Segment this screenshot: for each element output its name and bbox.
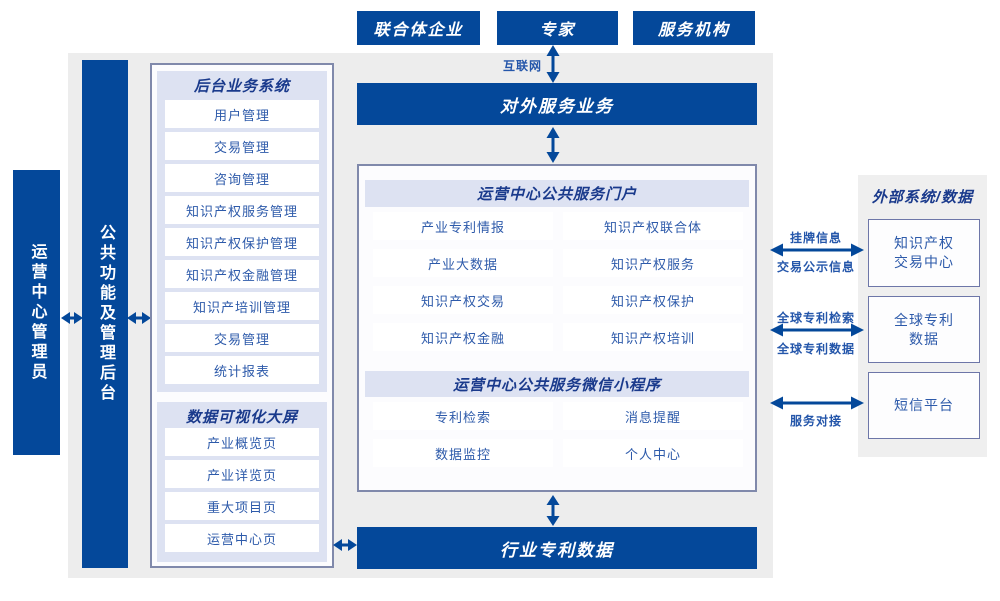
backend-item: 统计报表 <box>165 356 319 384</box>
external-box-line: 全球专利 <box>894 311 954 328</box>
portal-item: 产业专利情报 <box>373 212 553 240</box>
actor-expert: 专家 <box>497 11 618 45</box>
portal-item: 知识产权培训 <box>563 323 743 351</box>
industry-patent-data-bar: 行业专利数据 <box>357 527 757 569</box>
dataviz-patent-arrow-icon <box>333 539 357 551</box>
portal-grid: 产业专利情报 知识产权联合体 产业大数据 知识产权服务 知识产权交易 知识产权保… <box>373 212 743 351</box>
backend-item: 交易管理 <box>165 132 319 160</box>
actor-service-agency: 服务机构 <box>633 11 755 45</box>
mini-program-item: 个人中心 <box>563 439 743 467</box>
backend-item: 知识产权服务管理 <box>165 196 319 224</box>
public-functions-backend-label: 公共功能及管理后台 <box>97 224 114 404</box>
mini-program-item: 消息提醒 <box>563 402 743 430</box>
internet-label: 互联网 <box>502 59 542 73</box>
service-docking-label: 服务对接 <box>789 414 842 428</box>
external-box-global-patent-data: 全球专利 数据 <box>868 296 980 363</box>
mini-program-item: 数据监控 <box>373 439 553 467</box>
global-patent-arrow-icon <box>770 323 864 337</box>
external-service-bar: 对外服务业务 <box>357 83 757 125</box>
backend-system-list: 用户管理 交易管理 咨询管理 知识产权服务管理 知识产权保护管理 知识产权金融管… <box>165 100 319 384</box>
listing-info-label: 挂牌信息 <box>789 231 842 245</box>
backend-item: 咨询管理 <box>165 164 319 192</box>
backend-item: 知识产权金融管理 <box>165 260 319 288</box>
portal-item: 知识产权服务 <box>563 249 743 277</box>
listing-info-arrow-icon <box>770 243 864 257</box>
backend-system-title: 后台业务系统 <box>193 77 290 95</box>
service-docking-arrow-icon <box>770 396 864 410</box>
external-box-line: 数据 <box>909 330 939 347</box>
backend-system-arrow-icon <box>127 312 151 324</box>
admin-backend-arrow-icon <box>61 312 83 324</box>
dataviz-item: 运营中心页 <box>165 524 319 552</box>
dataviz-item: 产业概览页 <box>165 428 319 456</box>
portal-item: 知识产权联合体 <box>563 212 743 240</box>
transaction-publicity-label: 交易公示信息 <box>776 260 855 274</box>
portal-patent-arrow-icon <box>546 495 560 526</box>
external-box-line: 短信平台 <box>894 397 954 413</box>
public-functions-backend-bar: 公共功能及管理后台 <box>82 60 128 568</box>
backend-item: 用户管理 <box>165 100 319 128</box>
portal-title: 运营中心公共服务门户 <box>365 180 749 207</box>
external-box-sms-platform: 短信平台 <box>868 372 980 439</box>
data-visualization-list: 产业概览页 产业详览页 重大项目页 运营中心页 <box>165 428 319 552</box>
global-patent-search-label: 全球专利检索 <box>776 311 855 325</box>
mini-program-grid: 专利检索 消息提醒 数据监控 个人中心 <box>373 402 743 467</box>
mini-program-title: 运营中心公共服务微信小程序 <box>365 371 749 397</box>
data-visualization-title: 数据可视化大屏 <box>185 408 298 426</box>
operations-admin-label: 运营中心管理员 <box>28 242 46 383</box>
external-systems-title: 外部系统/数据 <box>871 188 974 206</box>
mini-program-item: 专利检索 <box>373 402 553 430</box>
dataviz-item: 重大项目页 <box>165 492 319 520</box>
backend-item: 交易管理 <box>165 324 319 352</box>
external-box-line: 交易中心 <box>894 254 954 270</box>
bar-portal-arrow-icon <box>546 127 560 163</box>
actor-consortium-enterprise: 联合体企业 <box>357 11 480 45</box>
dataviz-item: 产业详览页 <box>165 460 319 488</box>
external-box-line: 知识产权 <box>894 235 954 251</box>
portal-item: 产业大数据 <box>373 249 553 277</box>
global-patent-data-label: 全球专利数据 <box>776 342 855 356</box>
external-box-ip-trading-center: 知识产权 交易中心 <box>868 219 980 287</box>
portal-item: 知识产权金融 <box>373 323 553 351</box>
backend-item: 知识产权保护管理 <box>165 228 319 256</box>
backend-item: 知识产培训管理 <box>165 292 319 320</box>
internet-vertical-arrow-icon <box>546 45 560 83</box>
operations-admin-bar: 运营中心管理员 <box>13 170 60 455</box>
portal-item: 知识产权交易 <box>373 286 553 314</box>
portal-item: 知识产权保护 <box>563 286 743 314</box>
